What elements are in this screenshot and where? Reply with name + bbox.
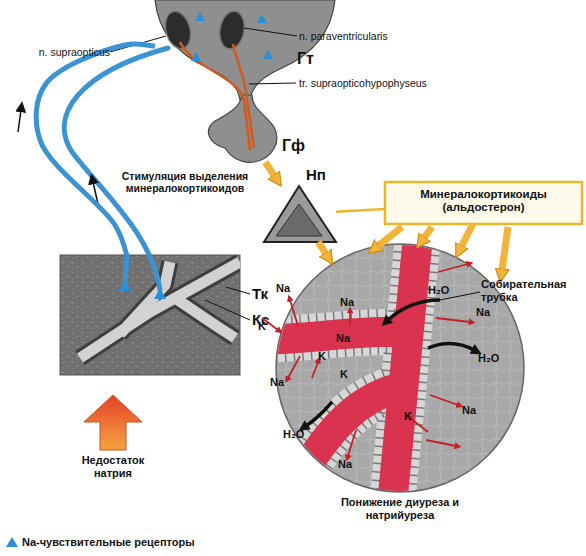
stimulus-label: Недостаток натрия: [68, 454, 158, 479]
legend-swatch: [6, 537, 18, 548]
nephron-circle: Понижение диуреза и натрийуреза: [275, 243, 525, 493]
adrenal-gland: Нп: [262, 172, 338, 244]
process-note: Стимуляция выделения минералокортикоидов: [100, 170, 270, 194]
legend-item: Na-чувствительные рецепторы: [6, 536, 195, 548]
nerve-fiber: [64, 48, 168, 290]
receptor-symbol: [154, 288, 166, 299]
nucleus-oval: [161, 9, 194, 52]
direction-arrow: [18, 110, 21, 132]
nerve-tract: [233, 44, 254, 148]
hormone-arrow: [461, 224, 472, 247]
vessel-outline: [80, 262, 240, 358]
legend-text: Na-чувствительные рецепторы: [22, 536, 195, 548]
node-text: Минералокортикоиды (альдостерон): [403, 188, 564, 214]
tissue-square: ТкКс: [60, 255, 240, 375]
leader-line: [249, 83, 296, 84]
ion-arrows: [262, 264, 470, 456]
hormone-arrow: [318, 242, 326, 254]
hormone-box-outline: [385, 182, 582, 224]
duct-group: [262, 236, 418, 505]
water-arrows: [306, 300, 474, 426]
nucleus-label: n. supraopticus: [26, 46, 110, 58]
receptor-symbol: [257, 14, 267, 23]
water-arrow: [306, 402, 332, 426]
epithelium: [262, 236, 418, 505]
node-text: Кс: [252, 311, 284, 328]
legend: Na-чувствительные рецепторы: [6, 536, 195, 548]
leader-line: [440, 292, 480, 300]
hormone-arrow: [502, 227, 508, 270]
hormone-arrow: [265, 162, 274, 176]
adrenal-gland-outline: [264, 186, 336, 242]
ion-arrow: [312, 362, 318, 378]
ion-arrow: [410, 418, 428, 432]
node-text: Тк: [252, 285, 284, 302]
nucleus-oval: [217, 9, 247, 51]
tissue-texture: [277, 245, 523, 491]
link-line: [336, 209, 385, 212]
vessel-group: [80, 262, 240, 358]
receptor-symbol: [119, 280, 131, 291]
direction-arrow: [93, 182, 98, 204]
ion-arrow: [438, 264, 468, 272]
water-arrow: [428, 343, 474, 350]
tissue-square-outline: [60, 255, 240, 375]
nephron-circle-outline: [276, 244, 524, 492]
hormone-arrow: [424, 227, 432, 238]
leader-line: [205, 300, 250, 320]
ion-arrow: [262, 318, 278, 330]
gland-medulla: [276, 204, 322, 236]
node-outline: [275, 243, 525, 493]
node-text: Нп: [306, 166, 340, 183]
node-text: Понижение диуреза и натрийуреза: [337, 496, 463, 521]
hypophysis-shape: Гф: [190, 95, 315, 170]
ion-arrow: [430, 395, 458, 405]
hypophysis-shape-outline: [208, 95, 276, 162]
water-arrow: [388, 300, 440, 320]
collecting-duct: [262, 236, 418, 505]
node-outline: [262, 172, 338, 244]
blood-vessel: [80, 262, 240, 358]
receptor-symbol: [191, 52, 201, 61]
stimulus-arrow: [84, 395, 142, 450]
nerve-ending: [125, 255, 127, 282]
receptor-symbol: [195, 12, 205, 21]
receptor-symbol: [263, 50, 273, 59]
leader-line: [226, 287, 250, 294]
cell-boundary: [262, 236, 418, 505]
nerve-tract: [180, 42, 250, 150]
node-text: Гф: [282, 137, 314, 155]
leader-line: [244, 28, 297, 36]
node-outline: [60, 255, 240, 375]
receptor-symbol: [6, 537, 18, 547]
hormone-arrow: [378, 227, 402, 246]
hypothalamus-shape: Гт: [150, 0, 340, 100]
ion-arrow: [426, 440, 456, 446]
ion-arrow: [436, 318, 470, 322]
node-outline: [190, 95, 315, 170]
ion-arrow: [290, 300, 298, 326]
nerve-fiber: [36, 44, 155, 255]
hormone-box: Минералокортикоиды (альдостерон): [385, 182, 582, 224]
ion-arrow: [348, 430, 356, 456]
ion-arrow: [288, 356, 300, 378]
tissue-texture: [60, 255, 240, 375]
ion-arrow: [349, 312, 351, 326]
node-text: Гт: [297, 50, 339, 68]
leader-line: [110, 36, 166, 52]
tract-label: tr. supraopticohypophyseus: [299, 77, 449, 89]
